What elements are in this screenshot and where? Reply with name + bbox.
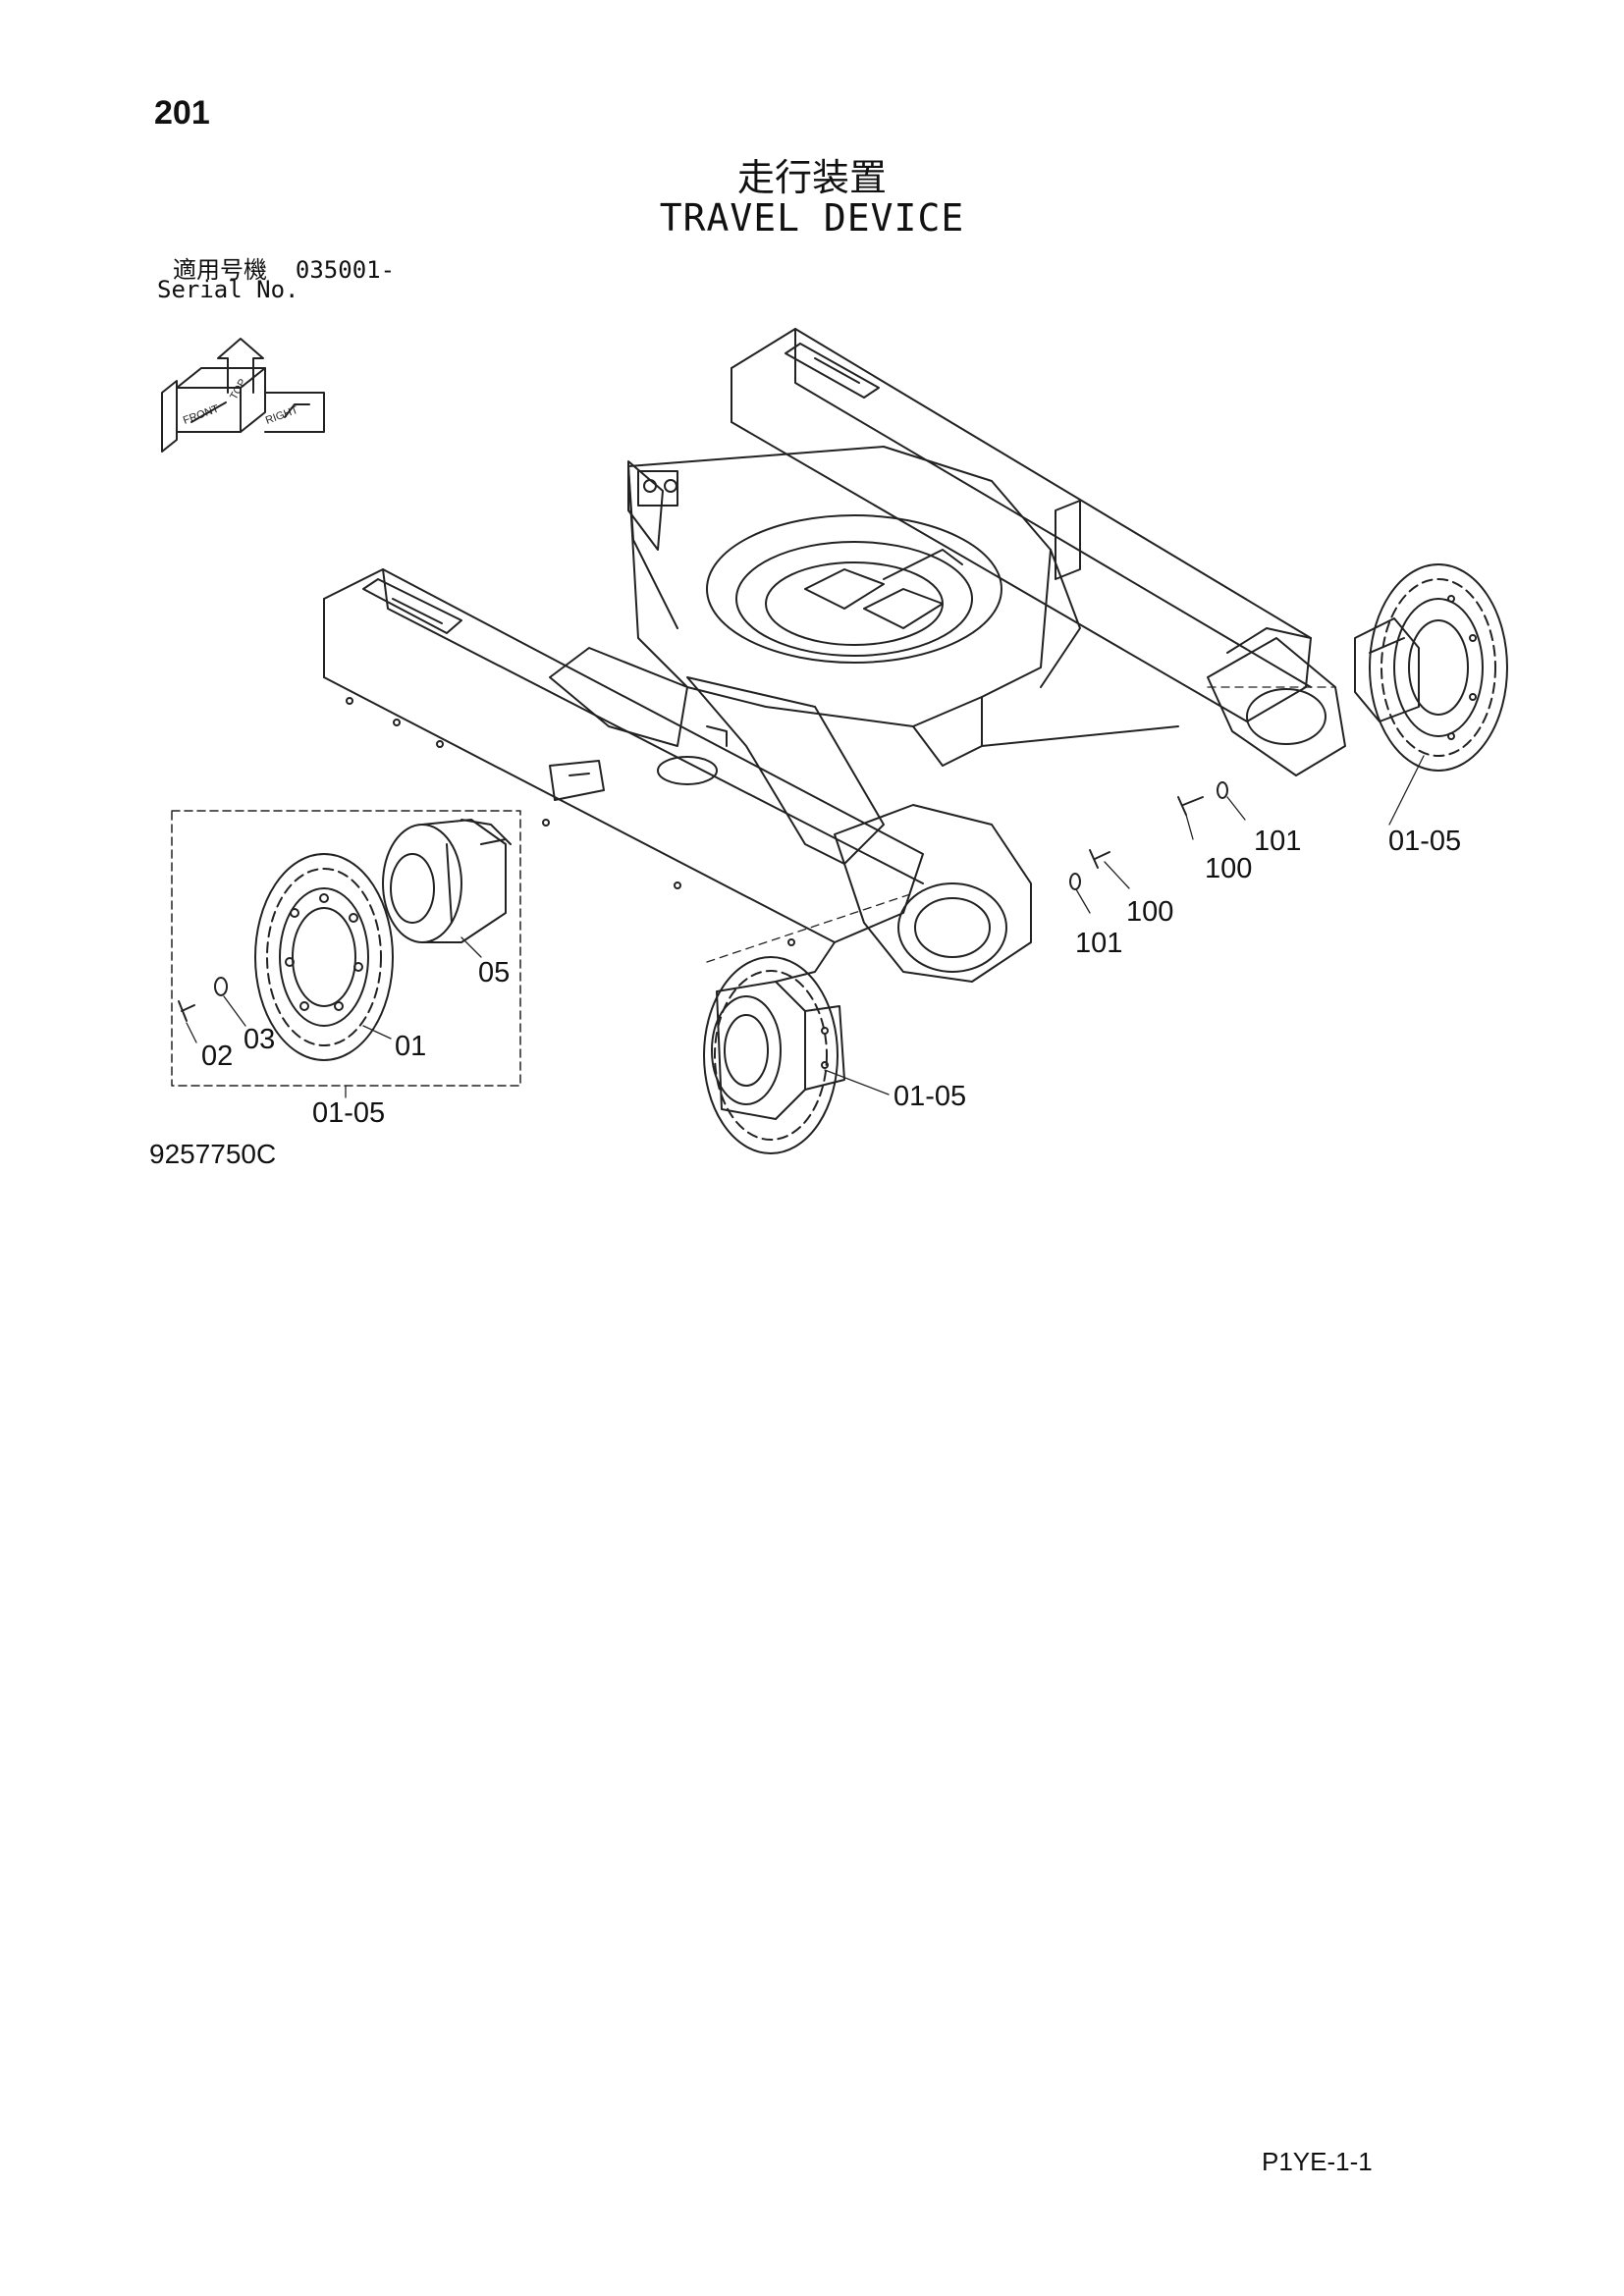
serial-range: 適用号機 035001- [173,250,395,285]
track-frame-rear [731,328,1346,776]
orientation-label-front: FRONT [182,402,221,426]
leader-lines [186,686,1425,1098]
callout-bolt-detail: 02 [201,1041,233,1072]
page-number: 201 [154,94,210,132]
callout-assy-center: 01-05 [893,1081,966,1112]
orientation-label-right: RIGHT [264,404,300,427]
travel-device-right [1354,563,1508,772]
travel-device-center [703,956,845,1154]
page-code: P1YE-1-1 [1262,2147,1373,2176]
callout-bolt-center: 100 [1126,896,1173,928]
hardware [1069,781,1228,890]
serial-label-en: Serial No. [157,276,299,303]
callout-sprocket: 01 [395,1031,426,1062]
page-title-en: TRAVEL DEVICE [659,196,965,240]
callout-bolt-right: 100 [1205,853,1252,884]
serial-value: 035001- [295,256,396,284]
track-frame-front [323,568,1032,983]
page-title-jp: 走行装置 [736,156,887,199]
serial-label-jp: 適用号機 [173,256,267,284]
drawing-number: 9257750C [149,1139,277,1169]
center-frame [549,446,1179,865]
callout-washer-center: 101 [1075,928,1122,959]
callout-detail-group: 01-05 [312,1097,385,1129]
orientation-icon: FRONT RIGHT TOP [161,338,325,453]
callout-washer-right: 101 [1254,826,1301,857]
orientation-label-top: TOP [228,377,249,401]
callout-washer-detail: 03 [244,1024,275,1055]
callout-assy-right: 01-05 [1388,826,1461,857]
callout-motor: 05 [478,957,510,988]
